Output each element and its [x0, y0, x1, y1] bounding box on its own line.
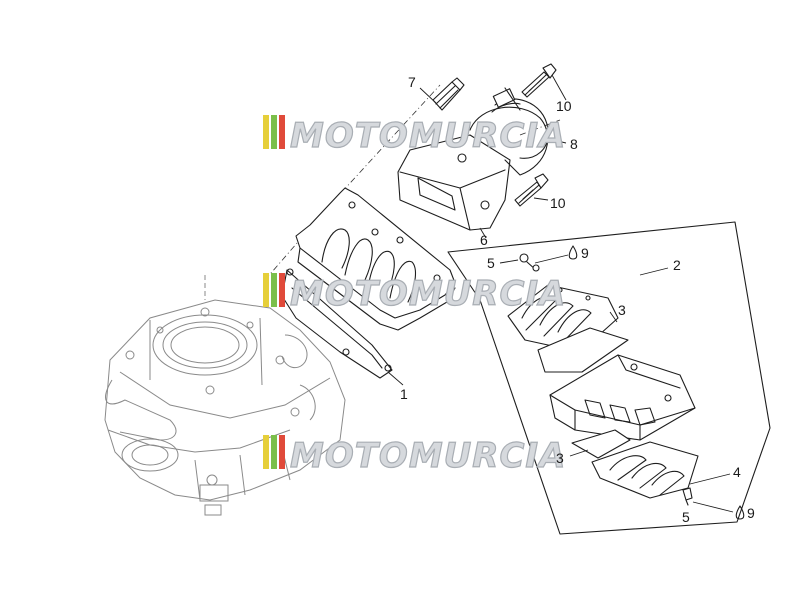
intake-manifold-part-6	[397, 106, 549, 231]
part-label-8: 8	[570, 136, 578, 152]
part-label-7: 7	[408, 74, 416, 90]
bolt-part-7	[432, 77, 465, 111]
leader-10-bottom	[533, 197, 549, 201]
leader-7	[419, 87, 437, 104]
reed-gasket-part-1	[281, 268, 393, 379]
leader-10-top	[551, 74, 567, 101]
flag-stripe	[263, 435, 269, 469]
flag-stripe	[263, 273, 269, 307]
leader-1	[387, 371, 404, 386]
part-label-9: 9	[747, 505, 755, 521]
leader-9-bottom	[692, 501, 734, 513]
leader-4	[689, 473, 731, 485]
hose-clamp-part-8	[491, 87, 549, 159]
screw-part-5-bottom	[682, 487, 693, 506]
spacer-plate	[295, 187, 456, 331]
leader-9-top	[534, 254, 569, 264]
watermark-text: MOTOMURCIA	[290, 436, 566, 476]
part-label-6: 6	[480, 232, 488, 248]
leader-6	[479, 227, 487, 239]
part-label-1: 1	[400, 386, 408, 402]
threadlock-drop-icon	[568, 245, 578, 260]
part-label-3: 3	[556, 450, 564, 466]
part-label-5: 5	[682, 509, 690, 525]
threadlock-drop-icon	[735, 505, 745, 520]
assembly-boundary	[447, 221, 771, 535]
flag-stripe	[271, 273, 277, 307]
leader-5-top	[499, 259, 519, 264]
watermark-bottom: MOTOMURCIA	[263, 435, 566, 477]
watermark-middle: MOTOMURCIA	[263, 273, 566, 315]
part-label-9: 9	[581, 245, 589, 261]
leader-3-top	[609, 311, 618, 323]
part-label-5: 5	[487, 255, 495, 271]
screw-part-5-top	[519, 253, 540, 272]
flag-stripe	[279, 273, 285, 307]
leader-8	[544, 137, 567, 144]
watermark-text: MOTOMURCIA	[290, 116, 566, 156]
leader-3-bottom	[569, 449, 589, 457]
watermark-text: MOTOMURCIA	[290, 274, 566, 314]
flag-stripe	[271, 435, 277, 469]
reed-petal-part-3-bottom	[571, 429, 699, 499]
part-label-3: 3	[618, 302, 626, 318]
flag-stripe	[279, 115, 285, 149]
flag-stripe	[263, 115, 269, 149]
centerline	[519, 119, 561, 136]
part-label-2: 2	[673, 257, 681, 273]
engine-cylinder	[104, 275, 346, 516]
screw-part-10-bottom	[514, 173, 549, 207]
screw-part-10-top	[521, 63, 557, 98]
leader-2	[639, 267, 669, 276]
part-label-4: 4	[733, 464, 741, 480]
part-label-10: 10	[556, 98, 572, 114]
watermark-top: MOTOMURCIA	[263, 115, 566, 157]
reed-cage	[549, 354, 696, 441]
flag-stripe	[279, 435, 285, 469]
reed-stopper	[537, 327, 629, 373]
part-label-10: 10	[550, 195, 566, 211]
flag-stripe	[271, 115, 277, 149]
